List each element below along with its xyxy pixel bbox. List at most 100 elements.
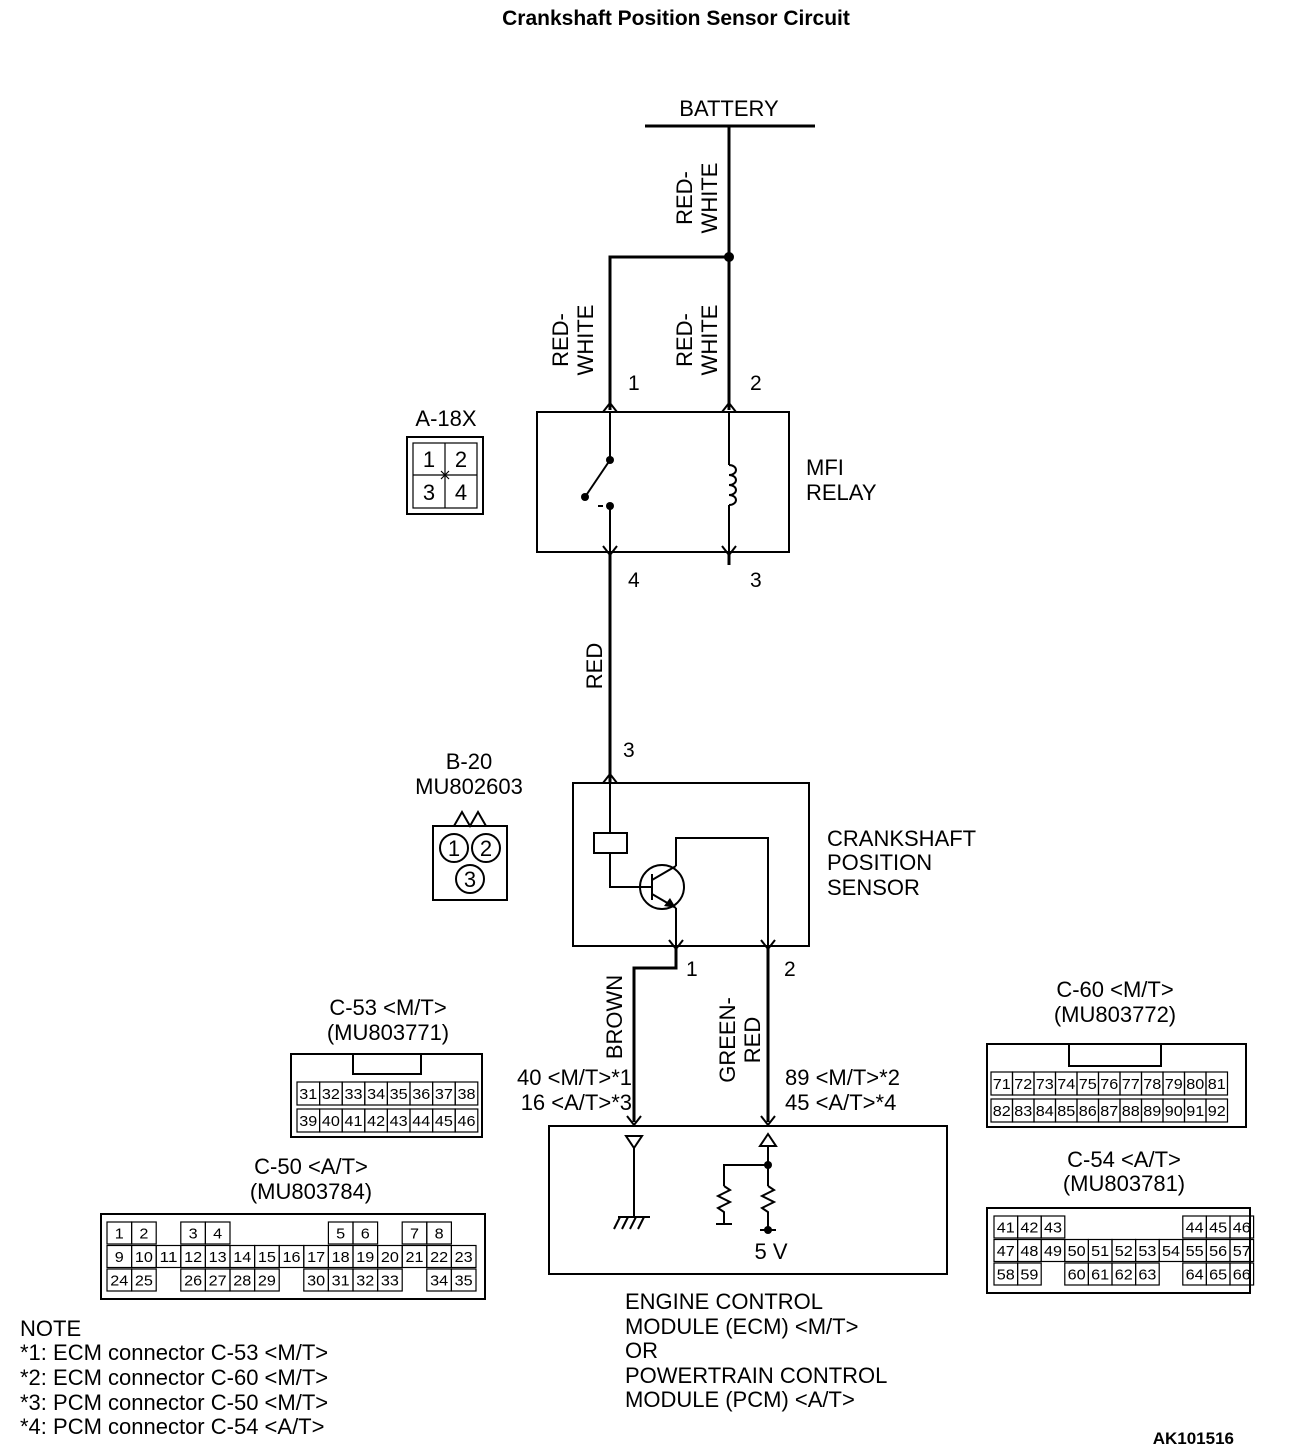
connector-c54-pin-label: 42 (1020, 1220, 1038, 1237)
connector-c50-pin-label: 5 (336, 1226, 345, 1243)
connector-c50-pin-label: 14 (233, 1249, 251, 1266)
connector-c60-pin-label: 87 (1100, 1103, 1118, 1120)
connector-c50-pin-label: 24 (110, 1273, 128, 1290)
connector-c54-pin-label: 53 (1138, 1243, 1156, 1260)
connector-c53-pin-label: 38 (458, 1086, 476, 1103)
connector-c50-cell (204, 1221, 231, 1245)
connector-c54-pin-label: 54 (1162, 1243, 1180, 1260)
connector-c60-pin-label: 71 (993, 1076, 1011, 1093)
connector-c60-pin-label: 73 (1036, 1076, 1054, 1093)
connector-c53-part: (MU803771) (327, 1020, 449, 1045)
connector-c50-pin-label: 11 (160, 1249, 178, 1266)
connector-c50-pin-label: 6 (361, 1226, 370, 1243)
connector-c53-pin-label: 33 (345, 1086, 363, 1103)
sensor-pin1-wire (632, 946, 678, 1122)
relay-connector-face: A-18X 1 2 3 4 (406, 406, 484, 515)
connector-c53-name: C-53 <M/T> (329, 995, 446, 1020)
relay-name-line1: MFI (806, 455, 844, 480)
battery: BATTERY (645, 96, 815, 128)
sensor-name-line3: SENSOR (827, 875, 920, 900)
note-2: *2: ECM connector C-60 <M/T> (20, 1365, 328, 1390)
connector-c53-pin-label: 43 (390, 1113, 408, 1130)
connector-c50-cell (450, 1244, 477, 1269)
connector-c50-pin-label: 9 (115, 1249, 124, 1266)
sensor-name-line2: POSITION (827, 850, 932, 875)
connector-c54-pin-label: 60 (1068, 1267, 1086, 1284)
connector-c50-cell (131, 1221, 157, 1245)
figure-reference-code: AK101516 (1153, 1429, 1234, 1448)
connector-c53-pin-label: 34 (367, 1086, 385, 1103)
connector-c60-pin-label: 83 (1014, 1103, 1032, 1120)
relay-name-line2: RELAY (806, 480, 877, 505)
relay-to-sensor-wire-color: RED (582, 643, 607, 689)
note-3: *3: PCM connector C-50 <M/T> (20, 1390, 328, 1415)
ecm-pin-right-line2: 45 <A/T>*4 (785, 1090, 896, 1115)
battery-label: BATTERY (679, 96, 779, 121)
connector-c54-cell (1134, 1262, 1160, 1286)
sensor-connector-part: MU802603 (415, 774, 523, 799)
connector-c50-cell (352, 1221, 379, 1245)
connector-c54-pin-label: 64 (1186, 1267, 1204, 1284)
relay-connector-cell: 4 (455, 480, 467, 505)
connector-c60-pin-label: 85 (1057, 1103, 1075, 1120)
connector-c60-pin-label: 77 (1122, 1076, 1140, 1093)
connector-c50-pin-label: 31 (332, 1273, 350, 1290)
connector-c54-cell (1229, 1215, 1255, 1239)
connector-c50-pin-label: 8 (435, 1226, 444, 1243)
connector-c54-pin-label: 63 (1138, 1267, 1156, 1284)
module-name-line1: ENGINE CONTROL (625, 1289, 823, 1314)
sensor-pin2-wire-color-line2: RED (740, 1017, 765, 1063)
connector-c60-pin-label: 89 (1143, 1103, 1161, 1120)
connector-c50-pin-label: 16 (283, 1249, 301, 1266)
connector-c60-pin-label: 81 (1208, 1076, 1226, 1093)
connector-c60-pin-label: 74 (1057, 1076, 1075, 1093)
connector-c50-pin-label: 7 (410, 1226, 419, 1243)
connector-c54-pin-label: 66 (1233, 1267, 1251, 1284)
connector-c54-pin-label: 61 (1091, 1267, 1109, 1284)
connector-c50-pin-label: 13 (209, 1249, 227, 1266)
ecm-pin-right-line1: 89 <M/T>*2 (785, 1065, 900, 1090)
connector-c50-pin-label: 27 (209, 1273, 227, 1290)
engine-control-module: 5 V (548, 1115, 948, 1275)
crankshaft-position-sensor: CRANKSHAFT POSITION SENSOR (572, 772, 976, 951)
connector-c53-pin-label: 41 (345, 1113, 363, 1130)
connector-c50-pin-label: 25 (135, 1273, 153, 1290)
connector-c50-cell (377, 1268, 403, 1292)
connector-c50-cell (450, 1268, 477, 1292)
connector-c53-pin-label: 37 (435, 1086, 453, 1103)
connector-c50-pin-label: 23 (455, 1249, 473, 1266)
connector-c54-name: C-54 <A/T> (1067, 1147, 1181, 1172)
connector-c60-pin-label: 78 (1143, 1076, 1161, 1093)
mfi-relay: MFI RELAY (536, 401, 877, 557)
connector-c50-name: C-50 <A/T> (254, 1154, 368, 1179)
connector-c54-pin-label: 48 (1020, 1243, 1038, 1260)
relay-pin1-wire (608, 255, 729, 410)
sensor-connector-face: B-20 MU802603 1 2 3 (415, 749, 523, 901)
relay-pin-4: 4 (628, 569, 640, 592)
connector-c54-pin-label: 52 (1115, 1243, 1133, 1260)
connector-c50-pin-label: 4 (213, 1226, 222, 1243)
connector-c50-pin-label: 21 (406, 1249, 424, 1266)
connector-c54-pin-label: 47 (997, 1243, 1015, 1260)
connector-c60-pin-label: 72 (1014, 1076, 1032, 1093)
relay-connector-cell: 1 (423, 447, 435, 472)
connector-c53-pin-label: 39 (299, 1113, 317, 1130)
connector-c50-cell (426, 1221, 452, 1245)
sensor-connector-cell: 3 (464, 867, 476, 892)
connector-c54-cell (1229, 1238, 1255, 1263)
connector-c50-pin-label: 28 (233, 1273, 251, 1290)
connector-c54-pin-label: 41 (997, 1220, 1015, 1237)
connector-c54-pin-label: 55 (1186, 1243, 1204, 1260)
sensor-pin-3: 3 (623, 739, 635, 762)
relay-pin-1: 1 (628, 372, 640, 395)
connector-c53-cell (454, 1081, 479, 1106)
connector-c54-pin-label: 44 (1186, 1220, 1204, 1237)
connector-c50-pin-label: 19 (356, 1249, 374, 1266)
relay-pin1-wire-color-line2: WHITE (573, 305, 598, 376)
note-4: *4: PCM connector C-54 <A/T> (20, 1414, 324, 1439)
connector-c60-pin-label: 75 (1079, 1076, 1097, 1093)
note-1: *1: ECM connector C-53 <M/T> (20, 1340, 328, 1365)
connector-c54-pin-label: 51 (1091, 1243, 1109, 1260)
connector-c50-pin-label: 12 (184, 1249, 202, 1266)
